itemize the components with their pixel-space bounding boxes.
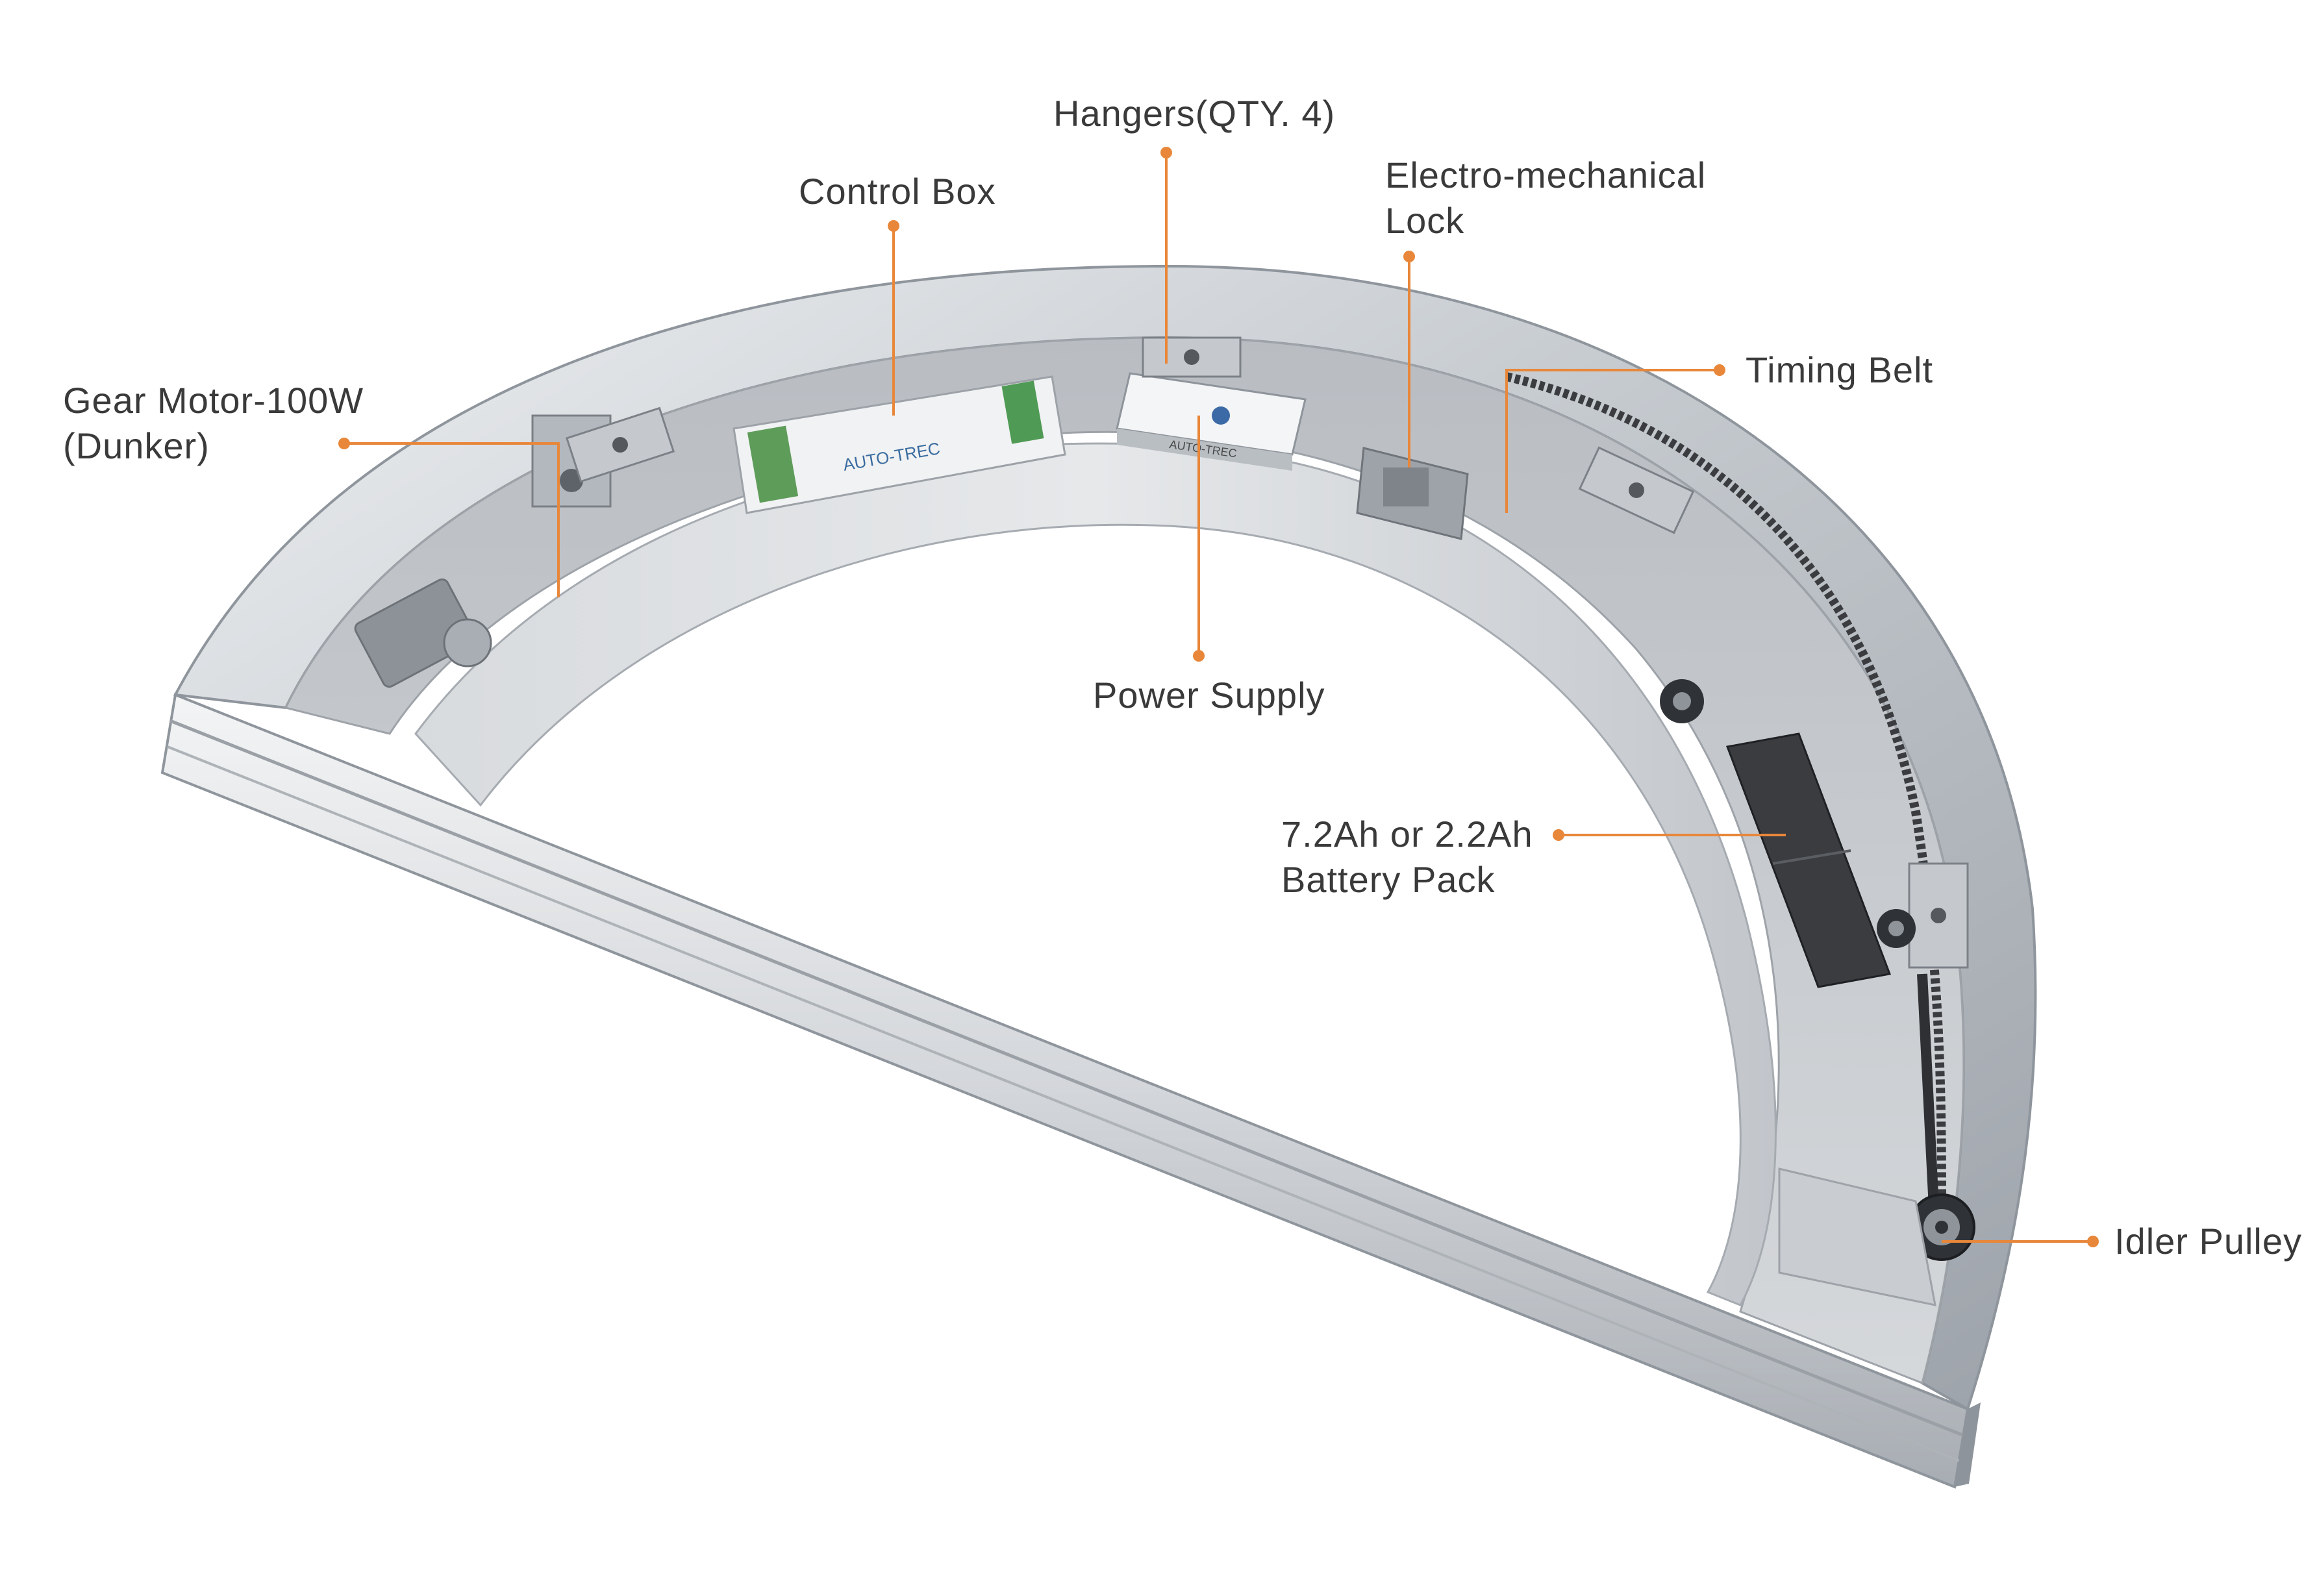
callout-idler-pulley: Idler Pulley — [2114, 1221, 2303, 1262]
callout-battery-pack: 7.2Ah or 2.2Ah Battery Pack — [1281, 814, 1533, 900]
hanger-2 — [565, 406, 675, 483]
callout-control-box: Control Box — [799, 171, 996, 212]
idler-pulley-3 — [1877, 909, 1916, 948]
idler-pulley-2 — [1660, 679, 1704, 723]
callout-timing-belt: Timing Belt — [1746, 349, 1934, 390]
callout-dots — [338, 147, 2099, 1247]
callout-gear-motor: Gear Motor-100W (Dunker) — [63, 380, 364, 466]
callout-electro-mechanical-lock: Electro-mechanical Lock — [1385, 155, 1707, 241]
control-box-unit: AUTO-TREC — [733, 375, 1066, 514]
leader-gear-motor — [344, 442, 560, 597]
callout-hangers: Hangers(QTY. 4) — [1053, 93, 1336, 134]
leader-timing-belt — [1505, 369, 1720, 513]
electro-mechanical-lock-unit — [1356, 447, 1469, 540]
idler-pulley-unit — [1778, 1167, 1975, 1306]
hanger-4 — [1908, 862, 1969, 969]
inner-curved-panel — [414, 442, 1777, 1306]
power-supply-unit: AUTO-TREC — [1116, 372, 1307, 471]
callout-leaders — [344, 153, 2093, 1243]
callout-power-supply: Power Supply — [1093, 675, 1325, 716]
hanger-1 — [1142, 336, 1242, 378]
hanger-3 — [1578, 446, 1695, 534]
battery-pack-unit — [1725, 732, 1892, 988]
